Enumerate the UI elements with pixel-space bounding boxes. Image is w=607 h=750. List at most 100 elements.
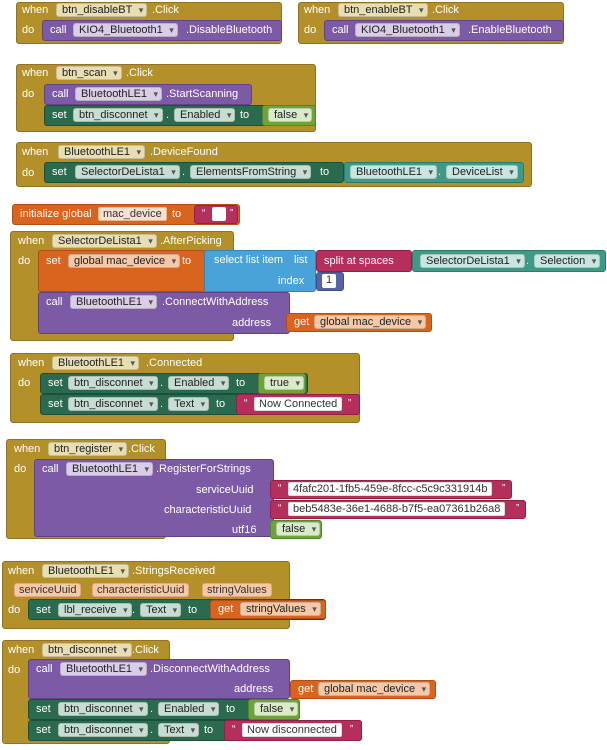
event-name: .Click xyxy=(128,443,155,455)
characteristicuuid-arg-label: characteristicUuid xyxy=(164,504,252,516)
property-dropdown[interactable]: ElementsFromString xyxy=(190,165,312,179)
component-dropdown[interactable]: btn_disconnet xyxy=(42,643,132,657)
component-dropdown[interactable]: BluetoothLE1 xyxy=(58,145,146,159)
component-dropdown[interactable]: SelectorDeLista1 xyxy=(52,234,157,248)
event-param[interactable]: characteristicUuid xyxy=(92,583,190,597)
variable-dropdown[interactable]: stringValues xyxy=(240,602,321,616)
component-dropdown[interactable]: BluetoothLE1 xyxy=(75,87,163,101)
component-dropdown[interactable]: btn_disconnet xyxy=(73,108,163,122)
serviceuuid-arg-label: serviceUuid xyxy=(196,484,254,496)
property-dropdown[interactable]: Selection xyxy=(534,254,601,268)
close-quote-icon: ” xyxy=(348,398,352,409)
boolean-dropdown[interactable]: true xyxy=(264,376,304,390)
empty-text-value[interactable] xyxy=(212,207,226,221)
component-dropdown[interactable]: SelectorDeLista1 xyxy=(420,254,525,268)
call-label: call xyxy=(36,663,53,675)
do-label: do xyxy=(18,377,31,389)
component-dropdown[interactable]: btn_register xyxy=(48,442,128,456)
dot-separator: . xyxy=(160,377,164,389)
event-name: .Click xyxy=(126,67,153,79)
component-dropdown[interactable]: BluetoothLE1 xyxy=(350,165,438,179)
address-arg-label: address xyxy=(234,683,274,695)
event-param[interactable]: serviceUuid xyxy=(14,583,82,597)
to-label: to xyxy=(320,166,330,178)
component-dropdown[interactable]: KIO4_Bluetooth1 xyxy=(355,23,460,37)
property-dropdown[interactable]: Enabled xyxy=(158,702,220,716)
index-number-field[interactable]: 1 xyxy=(322,274,337,288)
when-label: when xyxy=(22,4,49,16)
set-label: set xyxy=(36,604,51,616)
component-dropdown[interactable]: btn_disableBT xyxy=(56,3,148,17)
when-label: when xyxy=(8,644,35,656)
method-name: .DisableBluetooth xyxy=(186,24,273,36)
boolean-dropdown[interactable]: false xyxy=(268,108,313,122)
close-quote-icon: ” xyxy=(350,724,354,735)
property-dropdown[interactable]: DeviceList xyxy=(446,165,518,179)
property-dropdown[interactable]: Text xyxy=(140,603,182,617)
component-dropdown[interactable]: BluetoothLE1 xyxy=(66,462,154,476)
to-label: to xyxy=(236,377,246,389)
get-label: get xyxy=(294,316,310,328)
call-label: call xyxy=(50,24,67,36)
text-field[interactable]: Now disconnected xyxy=(242,723,342,737)
to-label: to xyxy=(226,703,236,715)
variable-name-field[interactable]: mac_device xyxy=(98,207,167,221)
property-dropdown[interactable]: Enabled xyxy=(174,108,236,122)
text-field[interactable]: Now Connected xyxy=(254,397,343,411)
when-label: when xyxy=(304,4,331,16)
address-arg-label: address xyxy=(232,317,272,329)
dot-separator: . xyxy=(438,166,442,178)
when-label: when xyxy=(8,565,35,577)
component-dropdown[interactable]: lbl_receive xyxy=(58,603,132,617)
property-dropdown[interactable]: Text xyxy=(158,723,200,737)
method-name: .StartScanning xyxy=(166,88,239,100)
to-label: to xyxy=(240,109,250,121)
set-label: set xyxy=(46,255,61,267)
variable-dropdown[interactable]: global mac_device xyxy=(68,254,181,268)
select-list-item-block[interactable] xyxy=(204,250,316,292)
to-label: to xyxy=(188,604,198,616)
component-dropdown[interactable]: btn_disconnet xyxy=(58,702,148,716)
property-dropdown[interactable]: Text xyxy=(168,397,210,411)
set-label: set xyxy=(36,724,51,736)
component-dropdown[interactable]: SelectorDeLista1 xyxy=(75,165,180,179)
do-label: do xyxy=(14,463,27,475)
event-name: .StringsReceived xyxy=(132,565,216,577)
call-label: call xyxy=(46,296,63,308)
variable-dropdown[interactable]: global mac_device xyxy=(318,682,431,696)
property-dropdown[interactable]: Enabled xyxy=(168,376,230,390)
boolean-dropdown[interactable]: false xyxy=(254,702,299,716)
call-label: call xyxy=(332,24,349,36)
component-dropdown[interactable]: btn_enableBT xyxy=(338,3,428,17)
select-list-item-label: select list item xyxy=(214,254,284,266)
component-dropdown[interactable]: BluetoothLE1 xyxy=(70,295,158,309)
service-uuid-text-field[interactable]: 4fafc201-1fb5-459e-8fcc-c5c9c331914b xyxy=(288,482,493,496)
component-dropdown[interactable]: btn_disconnet xyxy=(68,397,158,411)
component-dropdown[interactable]: btn_disconnet xyxy=(58,723,148,737)
characteristic-uuid-text-field[interactable]: beb5483e-36e1-4688-b7f5-ea07361b26a8 xyxy=(288,502,506,516)
set-label: set xyxy=(48,377,63,389)
event-param[interactable]: stringValues xyxy=(202,583,272,597)
dot-separator: . xyxy=(132,604,136,616)
variable-dropdown[interactable]: global mac_device xyxy=(314,315,427,329)
component-dropdown[interactable]: KIO4_Bluetooth1 xyxy=(73,23,178,37)
method-name: .DisconnectWithAddress xyxy=(150,663,270,675)
do-label: do xyxy=(22,88,35,100)
when-label: when xyxy=(14,443,41,455)
component-dropdown[interactable]: BluetoothLE1 xyxy=(60,662,148,676)
component-dropdown[interactable]: btn_disconnet xyxy=(68,376,158,390)
when-label: when xyxy=(18,235,45,247)
set-label: set xyxy=(52,109,67,121)
utf16-arg-label: utf16 xyxy=(232,524,257,536)
component-dropdown[interactable]: BluetoothLE1 xyxy=(52,356,140,370)
split-at-spaces-block[interactable] xyxy=(316,250,412,272)
call-label: call xyxy=(42,463,59,475)
component-dropdown[interactable]: btn_scan xyxy=(56,66,122,80)
boolean-dropdown[interactable]: false xyxy=(276,522,321,536)
method-name: .ConnectWithAddress xyxy=(162,296,269,308)
component-dropdown[interactable]: BluetoothLE1 xyxy=(42,564,130,578)
method-name: .EnableBluetooth xyxy=(468,24,552,36)
event-name: .AfterPicking xyxy=(160,235,222,247)
method-name: .RegisterForStrings xyxy=(156,463,251,475)
do-label: do xyxy=(22,167,35,179)
